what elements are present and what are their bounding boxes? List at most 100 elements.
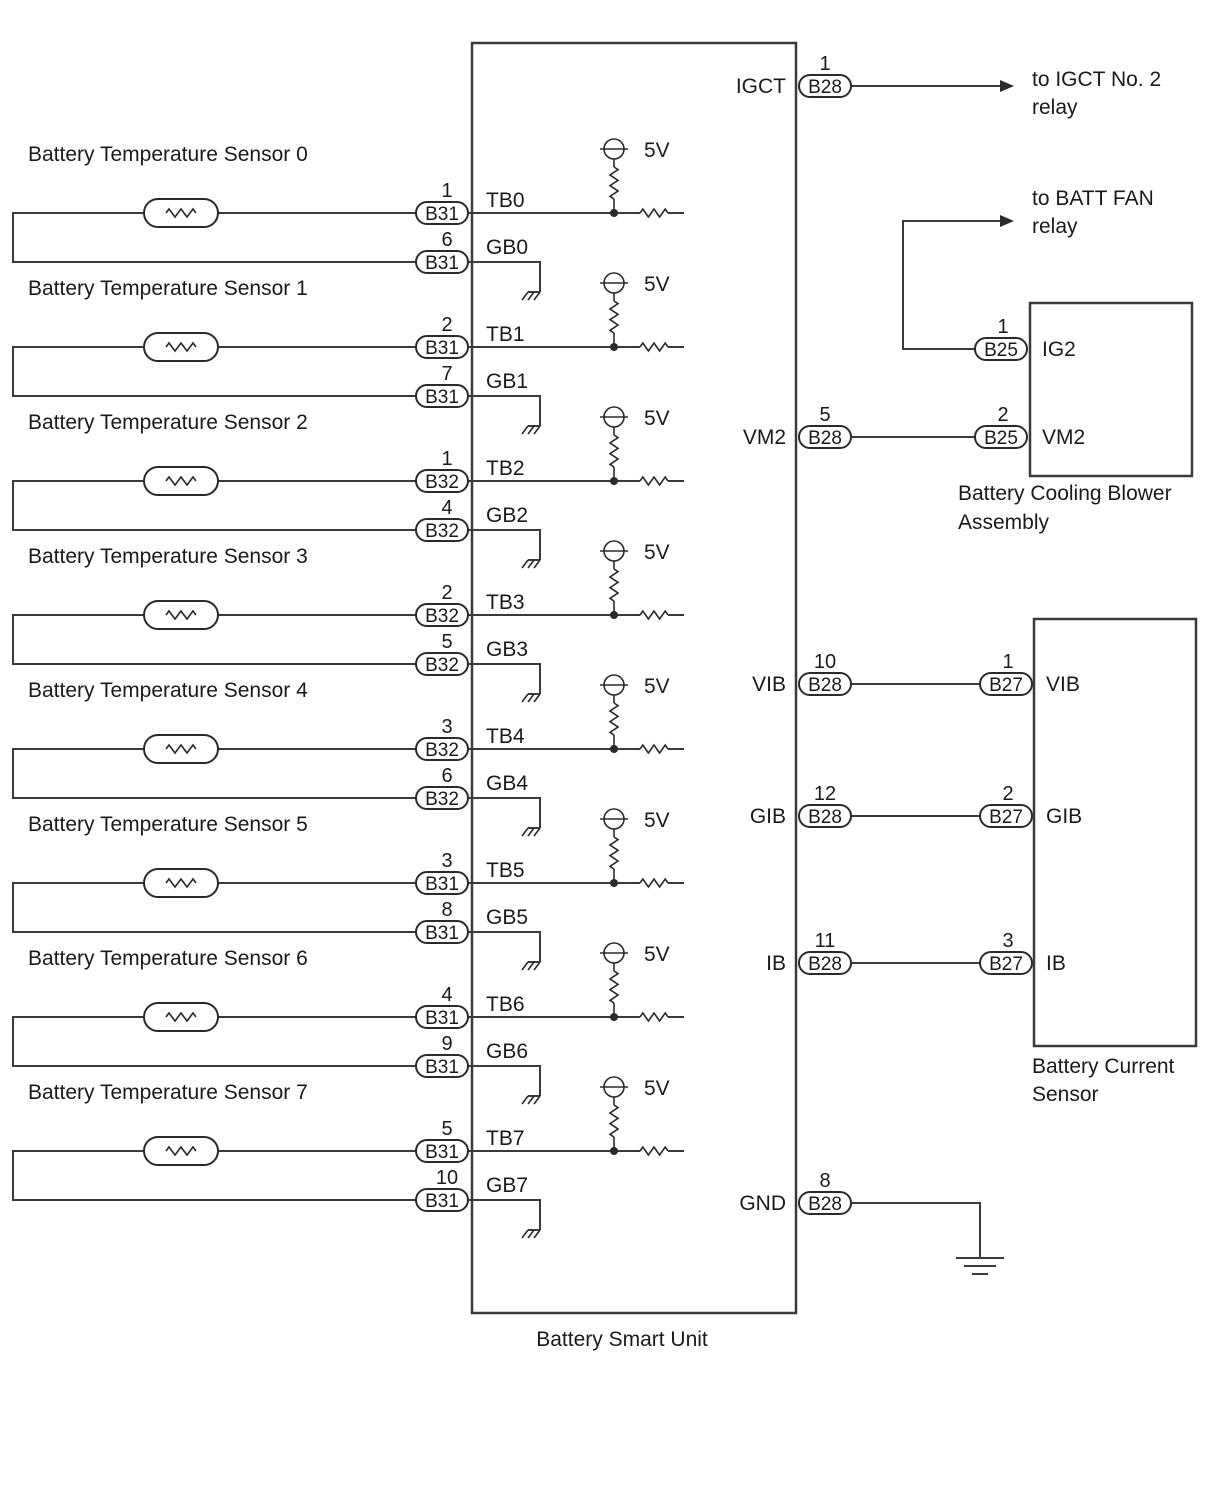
connector-b28: B28 — [798, 804, 852, 828]
supply-5v-label: 5V — [644, 809, 670, 832]
connector-b25: B25 — [974, 425, 1028, 449]
pin-number: 6 — [441, 229, 452, 251]
connector-gb-label: B31 — [425, 387, 459, 408]
batt-fan-relay-label-line2: relay — [1032, 215, 1078, 238]
connector-b28-label: B28 — [808, 1194, 842, 1215]
sensor-loop-wire — [12, 614, 416, 665]
tb-signal-label: TB2 — [486, 457, 525, 480]
current-sensor-box — [1032, 617, 1198, 1048]
ground-icon — [521, 961, 541, 971]
sensor-title: Battery Temperature Sensor 2 — [28, 411, 308, 434]
thermistor-icon — [143, 1136, 219, 1166]
pin-number: 3 — [441, 716, 452, 738]
connector-b25: B25 — [974, 337, 1028, 361]
connector-b25-label: B25 — [984, 340, 1018, 361]
sensor-title: Battery Temperature Sensor 7 — [28, 1081, 308, 1104]
thermistor-icon — [143, 734, 219, 764]
connector-b27: B27 — [979, 951, 1033, 975]
sensor-title: Battery Temperature Sensor 6 — [28, 947, 308, 970]
blower-pin-label: VM2 — [1042, 426, 1085, 449]
supply-5v-icon — [600, 272, 628, 347]
pin-number: 1 — [441, 180, 452, 202]
junction-dot — [610, 1013, 618, 1021]
pin-number: 3 — [441, 850, 452, 872]
connector-tb-label: B32 — [425, 740, 459, 761]
current-sensor-pin-label: IB — [1046, 952, 1066, 975]
supply-5v-icon — [600, 1076, 628, 1151]
gb-internal-wire — [468, 663, 541, 694]
connector-tb: B31 — [415, 871, 469, 895]
gb-signal-label: GB0 — [486, 236, 528, 259]
pin-number: 4 — [441, 497, 452, 519]
pin-number: 10 — [814, 651, 836, 673]
junction-dot — [610, 879, 618, 887]
pin-number: 3 — [1002, 930, 1013, 952]
tb-signal-label: TB5 — [486, 859, 525, 882]
connector-tb: B32 — [415, 469, 469, 493]
gb-internal-wire — [468, 395, 541, 426]
sensor-loop-wire — [12, 480, 416, 531]
gnd-wire — [851, 1202, 981, 1258]
pin-number: 4 — [441, 984, 452, 1006]
thermistor-icon — [143, 198, 219, 228]
connector-gb-label: B31 — [425, 1057, 459, 1078]
pin-number: 8 — [441, 899, 452, 921]
connector-b28-label: B28 — [808, 428, 842, 449]
pin-number: 1 — [997, 316, 1008, 338]
igct-relay-label: to IGCT No. 2 — [1032, 68, 1161, 91]
junction-dot — [610, 209, 618, 217]
gb-signal-label: GB3 — [486, 638, 528, 661]
signal-label: GIB — [750, 805, 786, 828]
thermistor-icon — [143, 466, 219, 496]
pin-number: 5 — [441, 1118, 452, 1140]
pin-number: 2 — [1002, 783, 1013, 805]
connector-b27-label: B27 — [989, 954, 1023, 975]
connector-gb-label: B32 — [425, 789, 459, 810]
connector-tb: B32 — [415, 603, 469, 627]
resistor-icon — [639, 1011, 669, 1023]
connector-gb: B31 — [415, 1054, 469, 1078]
connector-gb-label: B31 — [425, 253, 459, 274]
supply-5v-label: 5V — [644, 541, 670, 564]
sensor-title: Battery Temperature Sensor 3 — [28, 545, 308, 568]
connector-b27: B27 — [979, 672, 1033, 696]
supply-5v-label: 5V — [644, 407, 670, 430]
ground-icon — [521, 827, 541, 837]
connector-b28: B28 — [798, 425, 852, 449]
tb-signal-label: TB0 — [486, 189, 525, 212]
pin-number: 7 — [441, 363, 452, 385]
supply-5v-label: 5V — [644, 943, 670, 966]
sensor-title: Battery Temperature Sensor 4 — [28, 679, 308, 702]
connector-gb: B31 — [415, 920, 469, 944]
connector-tb: B32 — [415, 737, 469, 761]
supply-5v-icon — [600, 406, 628, 481]
pin-number: 6 — [441, 765, 452, 787]
resistor-icon — [639, 475, 669, 487]
connector-tb: B31 — [415, 1005, 469, 1029]
pin-number: 5 — [819, 404, 830, 426]
signal-label: GND — [739, 1192, 786, 1215]
pin-number: 12 — [814, 783, 836, 805]
connector-b28-label: B28 — [808, 807, 842, 828]
supply-5v-icon — [600, 942, 628, 1017]
pin-number: 8 — [819, 1170, 830, 1192]
battery-smart-unit-box — [470, 41, 798, 1315]
blower-label: Battery Cooling Blower — [958, 482, 1172, 505]
blower-assembly-box — [1028, 301, 1194, 478]
gb-internal-wire — [468, 261, 541, 292]
pin-number: 1 — [441, 448, 452, 470]
tb-signal-label: TB6 — [486, 993, 525, 1016]
signal-label: VIB — [752, 673, 786, 696]
arrow-icon — [1000, 80, 1014, 92]
gb-internal-wire — [468, 1065, 541, 1096]
thermistor-icon — [143, 868, 219, 898]
tb-signal-label: TB7 — [486, 1127, 525, 1150]
pin-number: 1 — [1002, 651, 1013, 673]
connector-b28: B28 — [798, 74, 852, 98]
connector-b28-label: B28 — [808, 675, 842, 696]
battery-smart-unit-label: Battery Smart Unit — [536, 1328, 708, 1351]
connector-gb: B31 — [415, 1188, 469, 1212]
sensor-title: Battery Temperature Sensor 0 — [28, 143, 308, 166]
current-sensor-label: Battery Current — [1032, 1055, 1175, 1078]
